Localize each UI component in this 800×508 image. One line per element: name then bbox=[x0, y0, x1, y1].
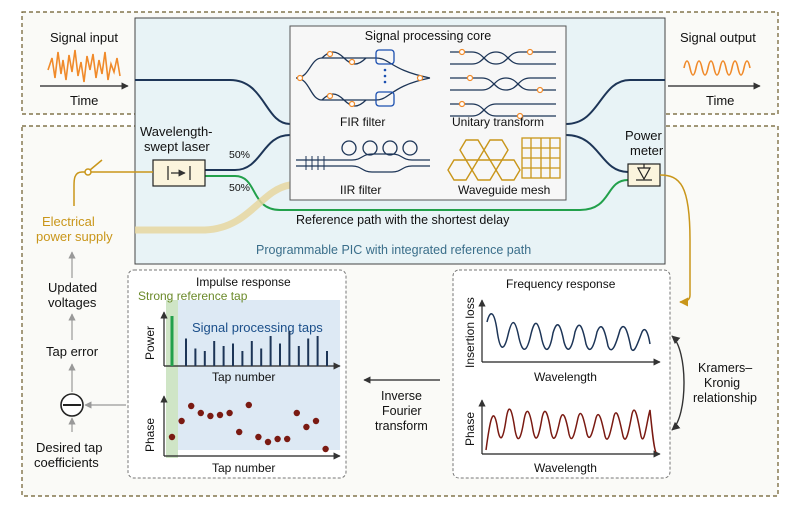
kk-line-1: Kramers– bbox=[698, 361, 752, 375]
phase-tap-dot bbox=[216, 411, 224, 419]
waveguide-output-meter bbox=[565, 134, 629, 173]
desired-taps-1: Desired tap bbox=[36, 440, 102, 455]
signal-output-waveform bbox=[683, 60, 751, 76]
reference-tap-shade bbox=[166, 300, 178, 458]
phase-dots bbox=[168, 401, 329, 453]
impulse-title: Impulse response bbox=[196, 275, 291, 289]
supply-wire bbox=[73, 171, 153, 206]
phase-tap-dot bbox=[255, 433, 262, 441]
meter-to-frequency-arrow bbox=[659, 174, 691, 307]
unitary-nodes bbox=[458, 48, 544, 120]
phase-tap-dot bbox=[293, 409, 300, 417]
phase-tap-dot bbox=[236, 428, 243, 436]
tap-number-label-2: Tap number bbox=[212, 461, 275, 475]
iir-ticks bbox=[305, 156, 325, 170]
unitary-label: Unitary transform bbox=[452, 115, 544, 129]
power-supply-bus bbox=[135, 181, 291, 234]
kk-arrow bbox=[671, 335, 685, 431]
subtract-icon bbox=[60, 393, 84, 417]
signal-input-label: Signal input bbox=[50, 30, 118, 45]
phase-tap-dot bbox=[178, 417, 185, 425]
kk-line-3: relationship bbox=[693, 391, 757, 405]
phase-tap-dot bbox=[207, 412, 214, 420]
core-title: Signal processing core bbox=[365, 29, 492, 43]
power-axis-label: Power bbox=[143, 326, 157, 360]
iir-label: IIR filter bbox=[340, 183, 381, 197]
phase-tap-dot bbox=[303, 423, 310, 431]
power-supply-label-2: power supply bbox=[36, 229, 113, 244]
phase-tap-dot bbox=[274, 435, 281, 443]
phase-axis-label: Phase bbox=[143, 418, 157, 452]
laser-icon bbox=[167, 166, 191, 180]
phase-tap-dot bbox=[168, 433, 176, 441]
phase-curve bbox=[485, 408, 657, 453]
phase-tap-dot bbox=[197, 409, 204, 417]
strong-tap-label: Strong reference tap bbox=[138, 289, 248, 303]
tap-number-label-1: Tap number bbox=[212, 370, 275, 384]
switch-icon bbox=[84, 159, 103, 176]
phase-tap-dot bbox=[188, 402, 195, 410]
signal-output-time: Time bbox=[706, 93, 734, 108]
signal-taps-label: Signal processing taps bbox=[192, 320, 323, 335]
desired-taps-2: coefficients bbox=[34, 455, 99, 470]
insertion-loss-curve bbox=[486, 313, 651, 352]
power-meter-label-2: meter bbox=[630, 143, 664, 158]
phase-tap-dot bbox=[322, 445, 329, 453]
phase-tap-dot bbox=[245, 401, 252, 409]
split-top-label: 50% bbox=[229, 149, 250, 161]
waveguide-laser-top bbox=[205, 134, 291, 171]
waveguide-output-top bbox=[565, 79, 665, 125]
pic-label: Programmable PIC with integrated referen… bbox=[256, 243, 531, 257]
power-meter-label-1: Power bbox=[625, 128, 663, 143]
phase-fr-label: Phase bbox=[463, 412, 477, 446]
phase-tap-dot bbox=[284, 435, 291, 443]
transform-line-3: transform bbox=[375, 419, 428, 433]
frequency-title: Frequency response bbox=[506, 277, 616, 291]
unitary-diagram bbox=[450, 51, 556, 117]
signal-input-waveform bbox=[47, 49, 121, 83]
phase-tap-dot bbox=[226, 409, 233, 417]
reference-path bbox=[205, 175, 629, 211]
frequency-panel bbox=[452, 269, 671, 479]
fir-dots bbox=[383, 68, 387, 84]
fir-label: FIR filter bbox=[340, 115, 385, 129]
tap-error-label: Tap error bbox=[46, 344, 99, 359]
fir-nodes bbox=[296, 50, 424, 108]
power-supply-label-1: Electrical bbox=[42, 214, 95, 229]
transform-line-1: Inverse bbox=[381, 389, 422, 403]
iir-diagram bbox=[296, 140, 430, 173]
kk-line-2: Kronig bbox=[704, 376, 740, 390]
power-bars bbox=[170, 316, 328, 366]
updated-voltages-1: Updated bbox=[48, 280, 97, 295]
photodiode-icon bbox=[636, 164, 652, 181]
signal-input-time: Time bbox=[70, 93, 98, 108]
impulse-taps-shade bbox=[178, 300, 340, 450]
split-bottom-label: 50% bbox=[229, 182, 250, 194]
mesh-hexagons bbox=[447, 139, 521, 181]
mesh-label: Waveguide mesh bbox=[458, 183, 550, 197]
insertion-loss-label: Insertion loss bbox=[463, 297, 477, 368]
wavelength-label-1: Wavelength bbox=[534, 370, 597, 384]
wavelength-label-2: Wavelength bbox=[534, 461, 597, 475]
reference-path-label: Reference path with the shortest delay bbox=[296, 213, 510, 227]
laser-box bbox=[152, 159, 206, 187]
updated-voltages-2: voltages bbox=[48, 295, 97, 310]
phase-tap-dot bbox=[312, 417, 320, 425]
laser-label-2: swept laser bbox=[144, 139, 210, 154]
signal-output-label: Signal output bbox=[680, 30, 756, 45]
phase-tap-dot bbox=[264, 438, 272, 446]
waveguide-input bbox=[135, 79, 291, 125]
mesh-grid bbox=[521, 137, 561, 179]
transform-line-2: Fourier bbox=[382, 404, 422, 418]
laser-label-1: Wavelength- bbox=[140, 124, 213, 139]
